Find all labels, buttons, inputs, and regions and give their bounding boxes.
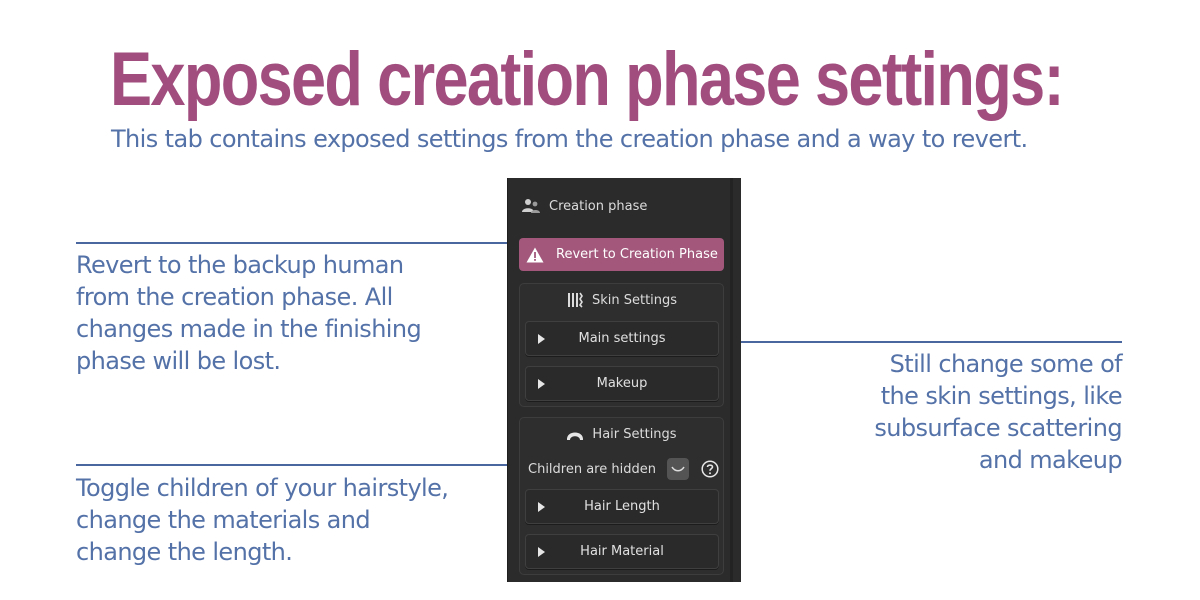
help-icon[interactable]: [701, 460, 719, 478]
children-visibility-toggle[interactable]: [666, 458, 689, 480]
children-label: Children are hidden: [528, 461, 656, 477]
annotation-line: change the length.: [76, 538, 293, 566]
eye-closed-icon: [671, 466, 685, 472]
subpanel-label: Makeup: [596, 376, 648, 391]
people-icon: [522, 199, 540, 213]
annotation-line: from the creation phase. All: [76, 283, 393, 311]
leader-line-skin: [740, 341, 1122, 343]
skin-icon: [567, 292, 583, 308]
annotation-line: and makeup: [978, 446, 1123, 474]
annotation-hair: Toggle children of your hairstyle, chang…: [76, 472, 449, 568]
panel-header-label: Creation phase: [549, 198, 648, 214]
hair-settings-title: Hair Settings: [592, 426, 677, 442]
main-settings-subpanel[interactable]: Main settings: [525, 321, 719, 356]
creation-phase-panel: Creation phase Revert to Creation Phase …: [507, 178, 741, 582]
expand-arrow-icon: [538, 334, 545, 344]
warning-icon: [526, 247, 544, 262]
annotation-line: Revert to the backup human: [76, 251, 404, 279]
skin-settings-title: Skin Settings: [591, 292, 678, 308]
annotation-revert: Revert to the backup human from the crea…: [76, 249, 422, 377]
skin-settings-box: Skin Settings Main settings Makeup: [519, 283, 724, 407]
annotation-line: changes made in the finishing: [76, 315, 422, 343]
annotation-line: subsurface scattering: [874, 414, 1122, 442]
subpanel-label: Hair Length: [584, 499, 660, 514]
panel-header[interactable]: Creation phase: [522, 196, 647, 216]
annotation-line: Toggle children of your hairstyle,: [76, 474, 449, 502]
hair-icon: [567, 432, 584, 440]
annotation-line: the skin settings, like: [880, 382, 1123, 410]
leader-line-revert: [76, 242, 517, 244]
hair-length-subpanel[interactable]: Hair Length: [525, 489, 719, 524]
expand-arrow-icon: [538, 547, 545, 557]
panel-scrollbar[interactable]: [730, 178, 733, 582]
expand-arrow-icon: [538, 502, 545, 512]
subpanel-label: Hair Material: [580, 544, 664, 559]
skin-settings-header[interactable]: Skin Settings: [520, 290, 723, 310]
page-title: Exposed creation phase settings:: [110, 37, 1065, 122]
hair-settings-header[interactable]: Hair Settings: [520, 424, 723, 444]
annotation-skin: Still change some of the skin settings, …: [874, 348, 1122, 476]
page-subtitle: This tab contains exposed settings from …: [111, 125, 1028, 153]
annotation-line: Still change some of: [889, 350, 1123, 378]
hair-material-subpanel[interactable]: Hair Material: [525, 534, 719, 569]
annotation-line: change the materials and: [76, 506, 371, 534]
annotation-line: phase will be lost.: [76, 347, 281, 375]
revert-button-label: Revert to Creation Phase: [556, 247, 718, 262]
expand-arrow-icon: [538, 379, 545, 389]
subpanel-label: Main settings: [578, 331, 666, 346]
makeup-subpanel[interactable]: Makeup: [525, 366, 719, 401]
hair-settings-box: Hair Settings Children are hidden Hair L…: [519, 417, 724, 575]
revert-to-creation-phase-button[interactable]: Revert to Creation Phase: [519, 238, 724, 271]
leader-line-hair: [76, 464, 532, 466]
children-toggle-row: Children are hidden: [528, 457, 720, 481]
